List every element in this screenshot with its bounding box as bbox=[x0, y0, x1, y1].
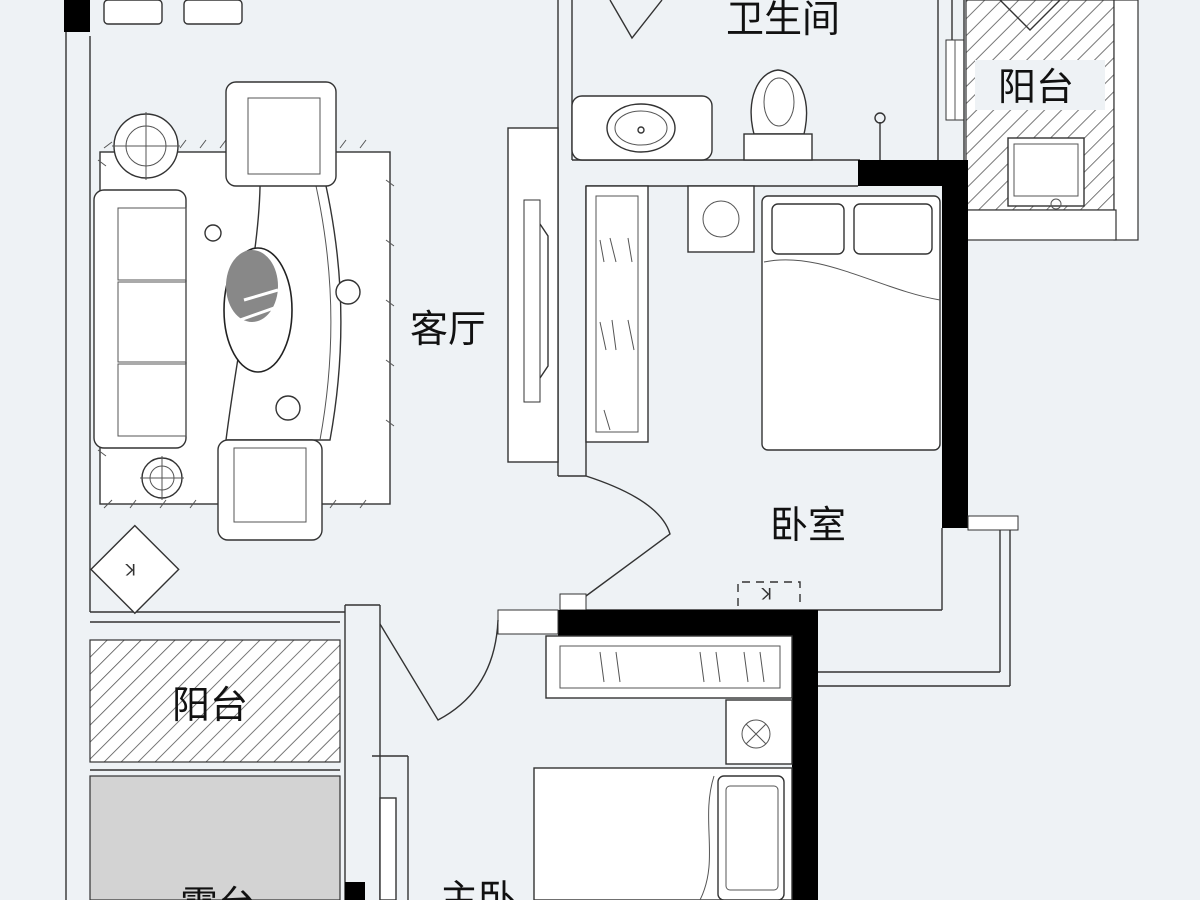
tv-cabinet bbox=[507, 127, 559, 463]
outer-walls bbox=[64, 0, 381, 900]
balcony-top bbox=[965, 0, 1139, 241]
bedroom-walls bbox=[558, 160, 1019, 687]
room-label-bathroom: 卫生间 bbox=[726, 0, 840, 41]
bedroom-furniture: K bbox=[585, 185, 941, 606]
room-label-living-room: 客厅 bbox=[410, 307, 486, 351]
room-label-master-bedroom: 主卧 bbox=[440, 877, 516, 900]
room-label-bedroom: 卧室 bbox=[770, 503, 846, 547]
balcony-left bbox=[89, 639, 341, 771]
bathroom-fixtures bbox=[571, 0, 886, 161]
room-label-balcony-left: 阳台 bbox=[172, 683, 248, 727]
terrace bbox=[89, 775, 341, 900]
living-room-furniture: K bbox=[89, 0, 395, 615]
svg-text:K: K bbox=[761, 584, 772, 603]
room-label-balcony-top: 阳台 bbox=[998, 65, 1074, 109]
room-label-terrace: 露台 bbox=[180, 883, 256, 900]
svg-text:K: K bbox=[125, 560, 136, 579]
master-bedroom-furniture bbox=[379, 635, 793, 900]
master-bedroom-walls bbox=[372, 609, 818, 900]
